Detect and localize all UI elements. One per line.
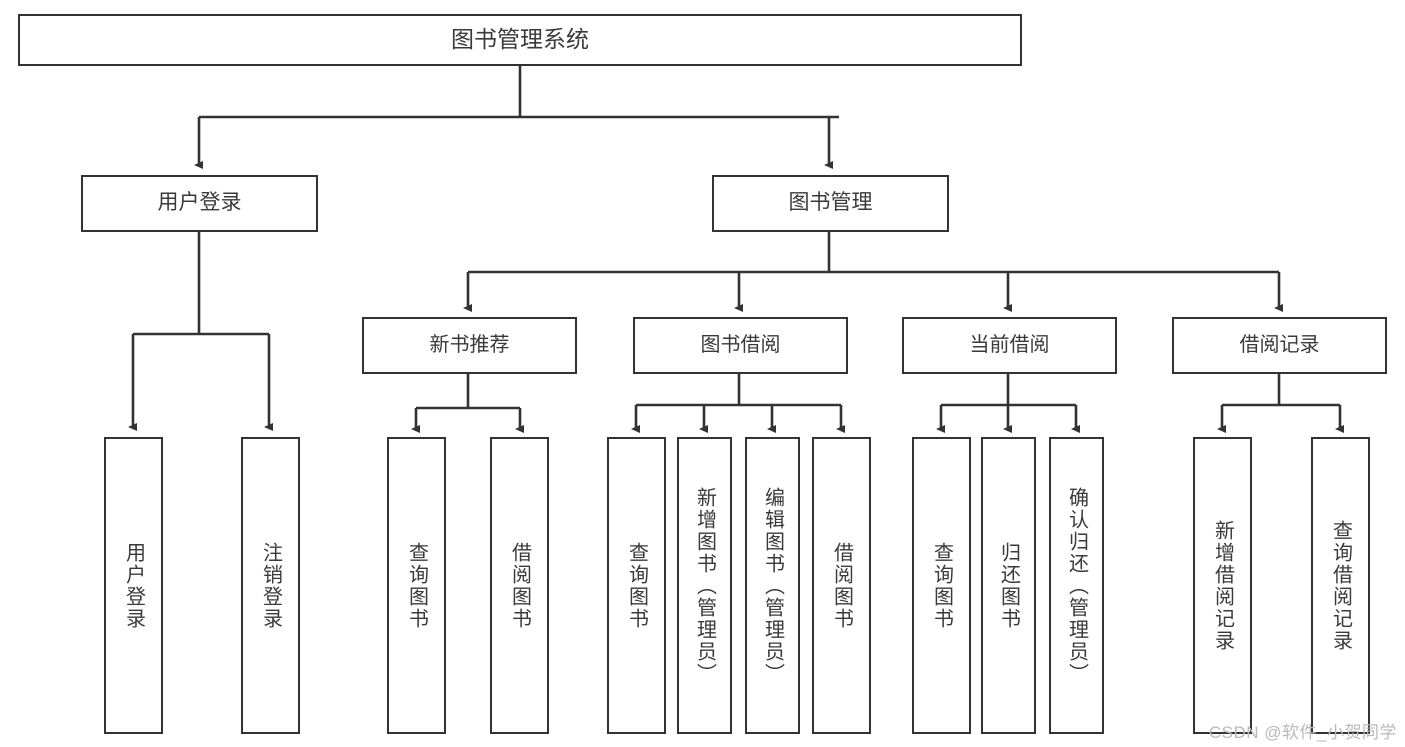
node-label: 用户登录 <box>157 191 242 215</box>
node-leaf-edit-book-admin[interactable]: 编辑图书（管理员） <box>745 437 800 734</box>
node-leaf-query-book-3[interactable]: 查询图书 <box>912 437 971 734</box>
node-label: 用户登录 <box>122 541 145 630</box>
node-label: 借阅记录 <box>1239 333 1320 356</box>
node-leaf-query-borrow-record[interactable]: 查询借阅记录 <box>1311 437 1370 734</box>
node-label: 查询借阅记录 <box>1329 519 1352 652</box>
node-borrow-record[interactable]: 借阅记录 <box>1172 317 1387 374</box>
node-label: 注销登录 <box>259 541 282 630</box>
node-label: 图书借阅 <box>700 333 781 356</box>
node-label: 新增借阅记录 <box>1211 519 1234 652</box>
node-label: 借阅图书 <box>830 541 853 630</box>
node-leaf-add-book-admin[interactable]: 新增图书（管理员） <box>677 437 732 734</box>
node-label: 借阅图书 <box>508 541 531 630</box>
node-leaf-query-book-2[interactable]: 查询图书 <box>607 437 666 734</box>
node-label: 查询图书 <box>405 541 428 630</box>
node-book-borrow[interactable]: 图书借阅 <box>633 317 848 374</box>
node-leaf-user-login[interactable]: 用户登录 <box>104 437 163 734</box>
node-label: 查询图书 <box>930 541 953 630</box>
node-label: 确认归还（管理员） <box>1065 486 1088 685</box>
node-root-system[interactable]: 图书管理系统 <box>18 14 1022 66</box>
node-leaf-query-book-1[interactable]: 查询图书 <box>387 437 446 734</box>
node-label: 新增图书（管理员） <box>693 486 716 685</box>
node-book-management[interactable]: 图书管理 <box>712 175 949 232</box>
node-leaf-return-book[interactable]: 归还图书 <box>981 437 1036 734</box>
node-current-borrow[interactable]: 当前借阅 <box>902 317 1117 374</box>
node-user-login[interactable]: 用户登录 <box>81 175 318 232</box>
node-leaf-borrow-book-1[interactable]: 借阅图书 <box>490 437 549 734</box>
node-label: 当前借阅 <box>969 333 1050 356</box>
node-leaf-add-borrow-record[interactable]: 新增借阅记录 <box>1193 437 1252 734</box>
node-label: 图书管理系统 <box>451 26 589 53</box>
node-new-book-recommend[interactable]: 新书推荐 <box>362 317 577 374</box>
node-leaf-confirm-return-admin[interactable]: 确认归还（管理员） <box>1049 437 1104 734</box>
node-label: 新书推荐 <box>429 333 510 356</box>
node-leaf-borrow-book-2[interactable]: 借阅图书 <box>812 437 871 734</box>
watermark: CSDN @软件_小贺同学 <box>1208 723 1397 742</box>
node-label: 图书管理 <box>788 191 873 215</box>
node-label: 查询图书 <box>625 541 648 630</box>
node-leaf-logout[interactable]: 注销登录 <box>241 437 300 734</box>
node-label: 归还图书 <box>997 541 1020 630</box>
node-label: 编辑图书（管理员） <box>761 486 784 685</box>
